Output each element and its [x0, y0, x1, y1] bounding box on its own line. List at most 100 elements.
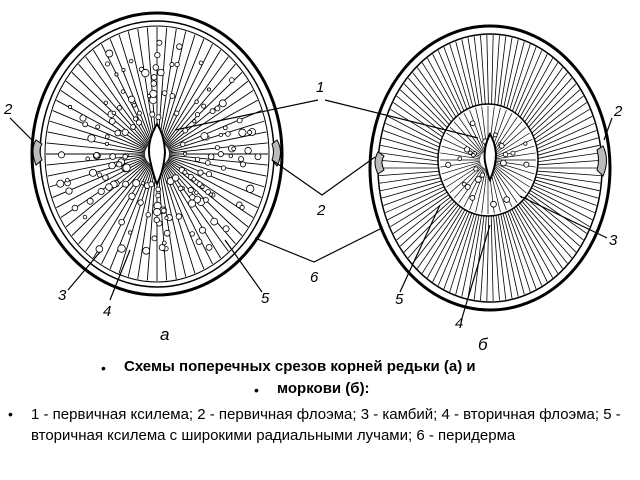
radish-vessel: [205, 189, 211, 195]
carrot-ray: [529, 170, 601, 176]
radish-vessel: [154, 51, 161, 59]
radish-ray: [165, 63, 236, 146]
carrot-ray: [390, 187, 455, 228]
radish-vessel: [198, 60, 204, 66]
radish-vessel: [198, 226, 206, 234]
radish-vessel: [231, 146, 237, 152]
label-2-right: 2: [613, 103, 623, 120]
label-2-left: 2: [3, 101, 13, 118]
radish-ray: [137, 28, 156, 143]
label-1: 1: [316, 79, 324, 96]
radish-vessel: [105, 49, 114, 58]
radish-ray: [52, 110, 146, 151]
radish-vessel: [104, 141, 110, 146]
radish-vessel: [155, 114, 162, 121]
radish-vessel: [161, 90, 168, 96]
radish-vessel: [150, 74, 158, 81]
radish-vessel: [208, 192, 213, 197]
carrot-inner-ray: [441, 161, 481, 175]
radish-vessel: [160, 207, 167, 214]
radish-vessel: [68, 104, 73, 110]
carrot-ray: [514, 203, 559, 274]
radish-vessel: [225, 131, 231, 137]
radish-ray: [56, 158, 147, 209]
radish-vessel: [120, 89, 126, 94]
carrot-ray: [407, 198, 461, 259]
carrot-vessel: [503, 196, 510, 203]
carrot-vessel: [468, 150, 473, 155]
carrot-vessel: [510, 150, 516, 156]
radish-vessel: [187, 199, 197, 208]
radish-vessel: [117, 244, 126, 253]
radish-ray: [166, 80, 249, 148]
radish-vessel: [103, 100, 109, 105]
carrot-vessel: [473, 166, 479, 172]
carrot-ray: [515, 201, 564, 269]
carrot-ray: [506, 208, 537, 290]
radish-vessel: [155, 186, 161, 193]
carrot-ray: [512, 204, 554, 278]
radish-ray: [71, 72, 149, 147]
carrot-periderm-outer: [368, 24, 612, 312]
carrot-ray: [416, 201, 465, 269]
carrot-ray: [519, 198, 573, 259]
label-5-left: 5: [261, 290, 270, 307]
carrot-ray: [520, 196, 577, 253]
radish-vessel: [104, 61, 110, 67]
radish-vessel: [173, 110, 180, 117]
carrot-ray: [526, 115, 593, 151]
radish-ray: [109, 38, 153, 144]
label-b: б: [478, 335, 489, 354]
carrot-inner-ray: [494, 132, 530, 156]
radish-ray: [47, 155, 146, 177]
carrot-inner-ray: [495, 152, 536, 160]
radish-vessel: [127, 95, 136, 103]
radish-vessel: [87, 134, 96, 143]
carrot-ray: [467, 212, 483, 299]
carrot-ray: [529, 160, 601, 166]
radish-vessel: [71, 204, 79, 212]
radish-vessel: [111, 110, 117, 116]
carrot-inner-ray: [458, 116, 484, 154]
carrot-vessel: [492, 132, 498, 138]
radish-vessel: [129, 58, 134, 64]
carrot-cross-section: [368, 24, 612, 312]
radish-vessel: [183, 151, 188, 156]
radish-vessel: [128, 192, 136, 200]
carrot-ray: [455, 210, 479, 295]
radish-vessel: [223, 125, 228, 131]
radish-vessel: [194, 99, 199, 104]
radish-vessel: [214, 105, 221, 112]
radish-vessel: [121, 128, 129, 136]
radish-vessel: [169, 62, 175, 67]
radish-vessel: [228, 77, 235, 83]
carrot-ray: [495, 212, 507, 300]
carrot-vessel: [471, 153, 476, 158]
carrot-ray: [480, 212, 487, 301]
radish-vessel: [89, 168, 97, 177]
radish-vessel: [122, 163, 131, 172]
radish-ray: [109, 164, 153, 270]
radish-vessel: [177, 185, 184, 192]
radish-ray: [165, 72, 243, 147]
carrot-inner-ray: [492, 116, 518, 154]
label-3-right: 3: [609, 232, 618, 249]
radish-vessel: [65, 177, 70, 183]
radish-vessel: [164, 215, 169, 221]
radish-vessel: [102, 174, 109, 181]
radish-vessel: [254, 153, 262, 161]
carrot-inner-ray: [469, 109, 486, 152]
label-4-left: 4: [103, 303, 111, 320]
radish-vessel: [149, 111, 156, 118]
radish-vessel: [238, 156, 245, 163]
carrot-ray: [527, 122, 595, 154]
radish-vessel: [205, 171, 213, 178]
radish-vessel: [137, 199, 144, 206]
radish-vessel: [205, 160, 211, 166]
caption-title-line2: моркови (б):: [277, 380, 370, 397]
carrot-vessel: [475, 176, 482, 183]
root-cross-section-figure: 1 2 2 2 3 3 4 4 5 5 6 а б: [3, 11, 623, 354]
leader-lines: [9, 99, 613, 319]
radish-vessel: [194, 190, 199, 195]
radish-vessel: [189, 194, 196, 201]
